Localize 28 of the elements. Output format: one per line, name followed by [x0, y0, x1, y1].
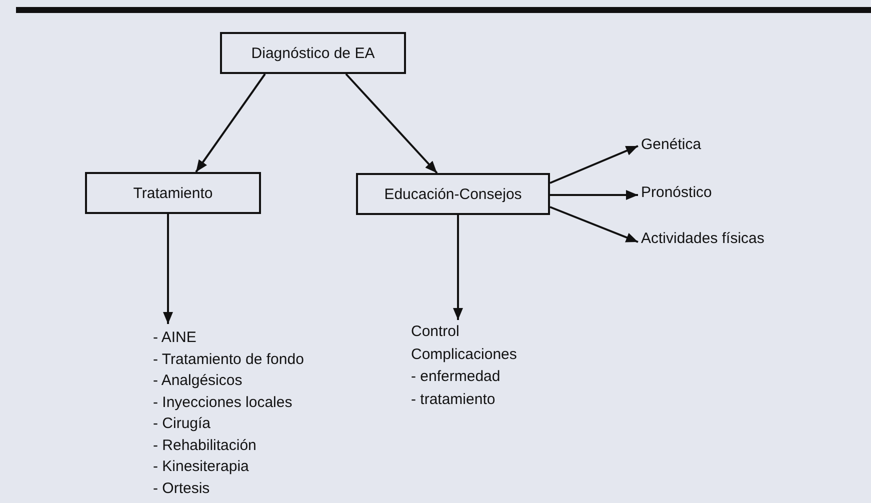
process-box — [220, 32, 406, 74]
list-item: - tratamiento — [411, 390, 496, 410]
list-item: - Inyecciones locales — [153, 392, 294, 412]
list-item: - Kinesiterapia — [153, 457, 250, 477]
process-box — [85, 172, 261, 214]
outcome-label: Actividades físicas — [641, 230, 766, 247]
list-item: - Ortesis — [153, 478, 211, 498]
list-item: Complicaciones — [411, 344, 518, 364]
list-item: - Tratamiento de fondo — [153, 350, 305, 370]
list-item: - enfermedad — [411, 367, 502, 387]
list-item: - Cirugía — [153, 414, 212, 434]
box-label: Tratamiento — [133, 184, 213, 202]
box-label: Educación-Consejos — [384, 186, 522, 202]
arrow — [550, 190, 638, 200]
arrow — [163, 214, 173, 324]
list-item: - AINE — [153, 328, 198, 348]
box-label: Diagnóstico de EA — [251, 44, 375, 62]
process-box — [356, 173, 550, 215]
arrow — [195, 73, 266, 173]
arrow — [345, 73, 438, 174]
arrow — [550, 206, 638, 243]
arrow — [550, 145, 638, 184]
list-item: Control — [411, 322, 460, 342]
outcome-label: Genética — [641, 136, 702, 153]
outcome-label: Pronóstico — [641, 184, 713, 201]
list-item: - Analgésicos — [153, 371, 244, 391]
list-item: - Rehabilitación — [153, 436, 258, 456]
arrow — [453, 215, 463, 320]
